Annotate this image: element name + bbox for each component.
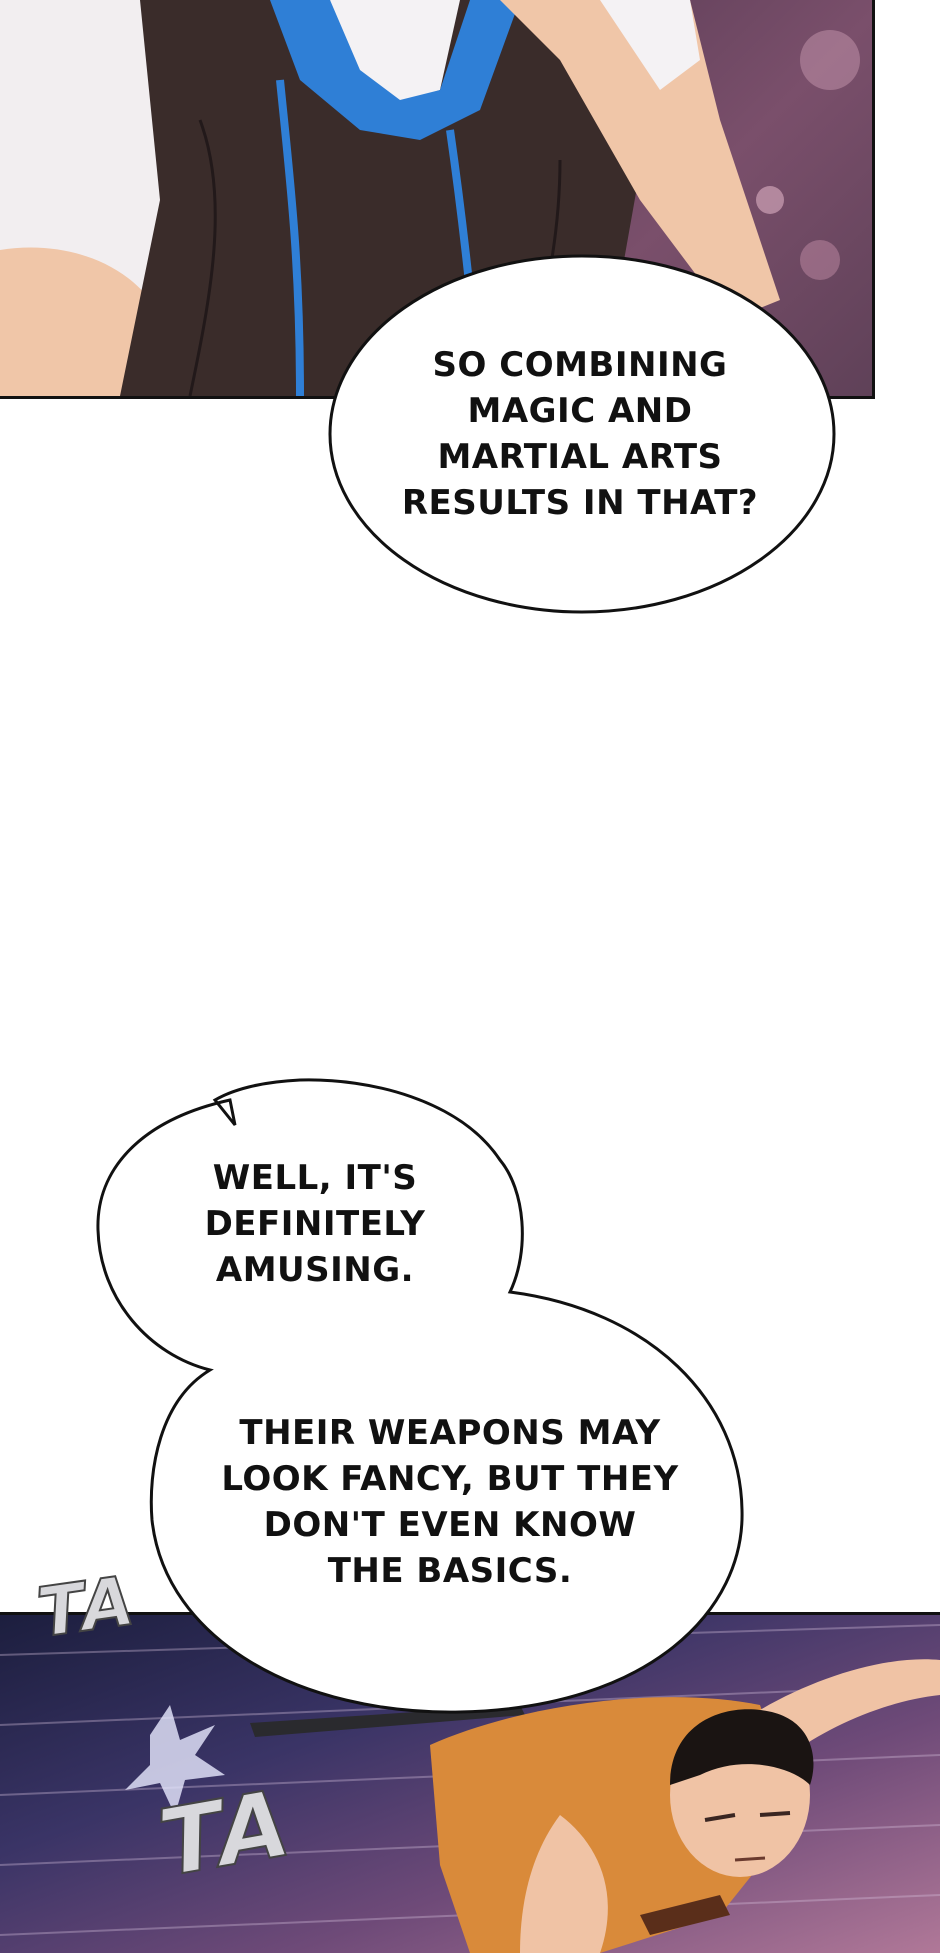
fighter-mouth <box>734 1856 766 1862</box>
bottom-panel <box>0 1612 940 1953</box>
fighter-torso <box>520 1815 608 1953</box>
bokeh-light <box>800 240 840 280</box>
bubble-2b-text: THEIR WEAPONS MAY LOOK FANCY, BUT THEY D… <box>221 1413 679 1591</box>
drawstring <box>276 79 304 396</box>
right-sleeve <box>600 0 700 90</box>
bubble-2a-text: WELL, IT'S DEFINITELY AMUSING. <box>204 1158 426 1290</box>
top-panel <box>0 0 875 399</box>
sfx-ta-2: TA <box>151 1768 300 1898</box>
right-arm <box>500 0 780 320</box>
fabric-fold <box>188 119 217 396</box>
fighter-eye <box>759 1811 791 1817</box>
magic-sparkle <box>125 1705 225 1815</box>
hood <box>270 0 520 140</box>
fighter-arm <box>760 1659 940 1755</box>
left-arm <box>0 247 150 396</box>
top-panel-art <box>0 0 860 396</box>
bottom-panel-art <box>0 1624 940 1953</box>
bokeh-light <box>756 186 784 214</box>
fighter-hair <box>670 1709 814 1785</box>
fighter-eye <box>704 1813 736 1822</box>
bokeh-light <box>800 30 860 90</box>
sfx-ta-1: TA <box>32 1561 142 1655</box>
bubble-1-text: SO COMBINING MAGIC AND MARTIAL ARTS RESU… <box>401 345 759 523</box>
belt <box>640 1895 730 1935</box>
